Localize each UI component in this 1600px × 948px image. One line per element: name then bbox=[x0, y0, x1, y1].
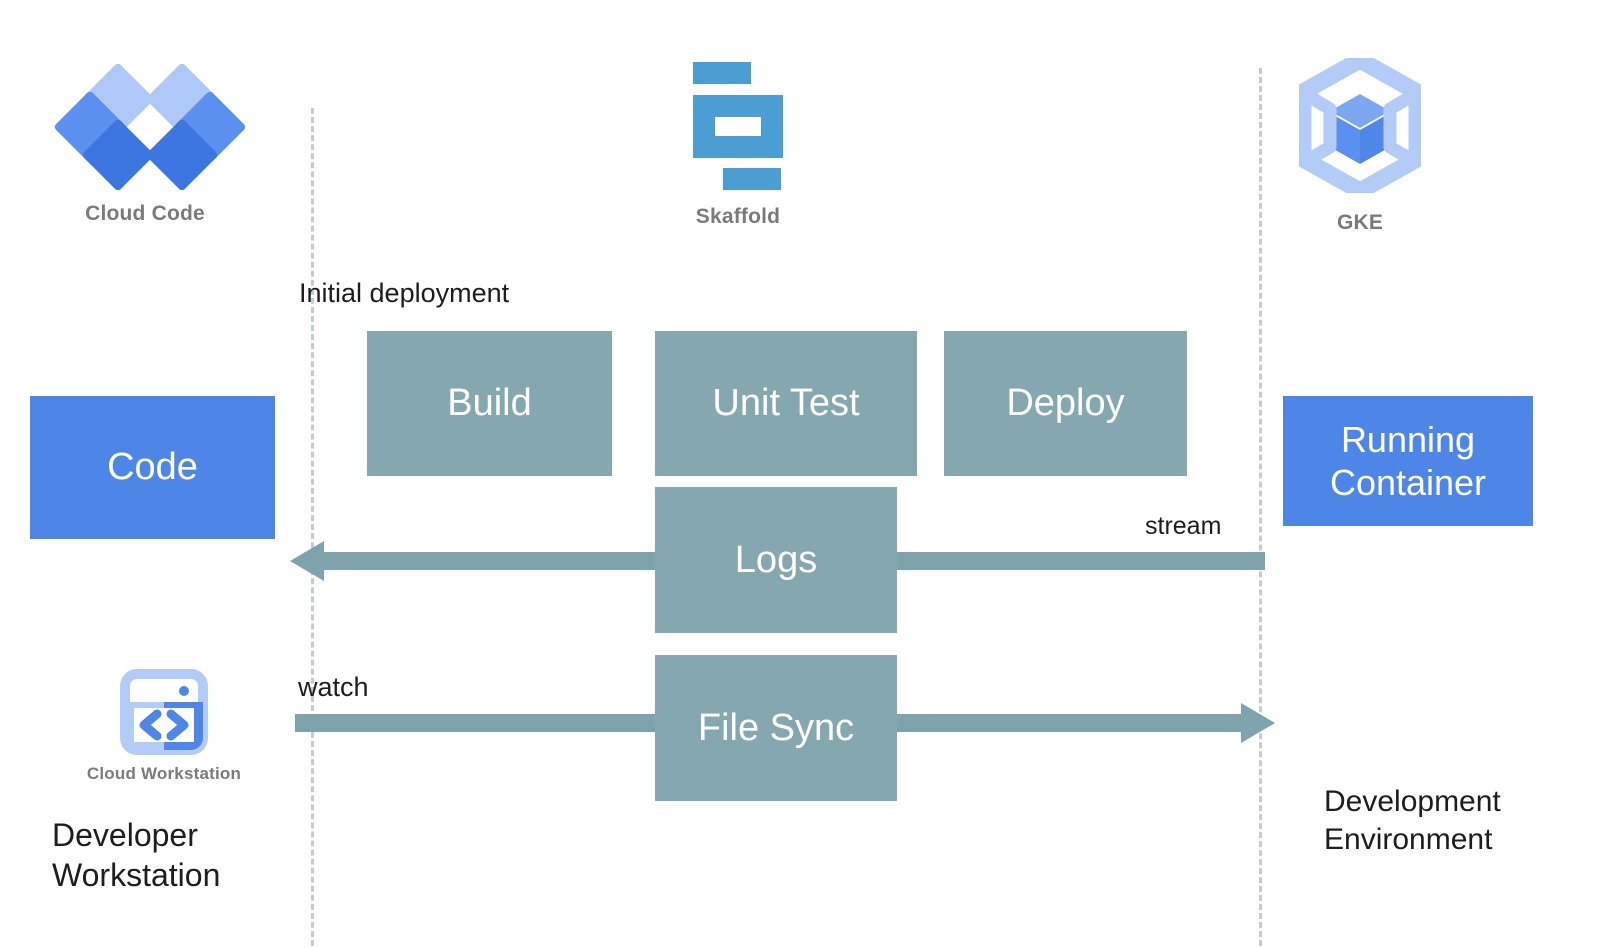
deploy-stage-box[interactable]: Deploy bbox=[944, 331, 1187, 476]
developer-workstation-line-1: Developer bbox=[52, 817, 198, 853]
deploy-stage-label: Deploy bbox=[1006, 382, 1125, 424]
logs-stage-box[interactable]: Logs bbox=[655, 487, 897, 633]
skaffold-bar bbox=[760, 95, 783, 158]
right-zone-boundary-line bbox=[1259, 68, 1262, 946]
developer-workstation-line-2: Workstation bbox=[52, 857, 221, 893]
unit-test-stage-box[interactable]: Unit Test bbox=[655, 331, 917, 476]
development-environment-line-2: Environment bbox=[1324, 823, 1493, 857]
skaffold-caption: Skaffold bbox=[695, 205, 781, 228]
skaffold-s-icon bbox=[681, 62, 796, 190]
unit-test-stage-label: Unit Test bbox=[712, 382, 860, 424]
build-stage-box[interactable]: Build bbox=[367, 331, 612, 476]
cloud-code-logo-block: Cloud Code bbox=[50, 62, 247, 226]
gke-logo-block: GKE bbox=[1275, 51, 1445, 235]
running-container-label: Running Container bbox=[1330, 418, 1486, 504]
file-sync-stage-box[interactable]: File Sync bbox=[655, 655, 897, 801]
code-box-label: Code bbox=[107, 445, 198, 488]
logs-stage-label: Logs bbox=[734, 538, 818, 581]
skaffold-logo-block: Skaffold bbox=[648, 62, 828, 229]
build-stage-label: Build bbox=[447, 382, 532, 424]
left-zone-boundary-line bbox=[311, 108, 314, 946]
initial-deployment-label: Initial deployment bbox=[299, 278, 510, 308]
development-environment-zone-label: Development Environment bbox=[1324, 783, 1501, 860]
cloud-code-diamonds-icon bbox=[53, 62, 247, 192]
skaffold-bar bbox=[692, 62, 751, 84]
skaffold-bar bbox=[692, 136, 761, 158]
cloud-workstation-logo-block: Cloud Workstation bbox=[55, 668, 273, 784]
cloud-code-caption: Cloud Code bbox=[85, 202, 205, 225]
watch-label: watch bbox=[298, 672, 369, 702]
running-container-box[interactable]: Running Container bbox=[1283, 396, 1533, 526]
cloud-workstation-caption: Cloud Workstation bbox=[86, 764, 242, 783]
cloud-workstation-code-window-icon bbox=[120, 668, 208, 756]
developer-workstation-zone-label: Developer Workstation bbox=[52, 815, 220, 895]
stream-label: stream bbox=[1145, 512, 1222, 540]
gke-caption: GKE bbox=[1336, 211, 1384, 234]
code-box[interactable]: Code bbox=[30, 396, 275, 539]
development-environment-line-1: Development bbox=[1324, 785, 1501, 818]
gke-hexagon-cube-icon bbox=[1294, 51, 1426, 200]
running-container-line-2: Container bbox=[1329, 462, 1487, 503]
file-sync-stage-label: File Sync bbox=[697, 706, 855, 749]
running-container-line-1: Running bbox=[1340, 418, 1476, 460]
skaffold-bar bbox=[722, 168, 781, 190]
